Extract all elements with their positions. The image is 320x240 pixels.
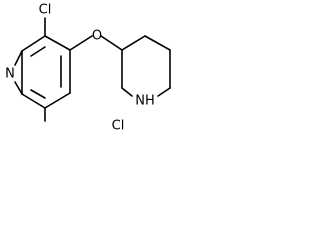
bond-pip-2 (144, 35, 171, 51)
bond-c6-n (14, 81, 23, 95)
bond-pip-5 (121, 87, 133, 97)
bond-pip-1 (121, 35, 146, 51)
bond-c5-c6 (21, 93, 46, 109)
bond-c1-c2 (21, 35, 46, 52)
atom-nitrogen-pyridine: N (5, 67, 15, 82)
atom-oxygen: O (92, 29, 102, 44)
atom-cl-bottom: Cl (112, 119, 125, 134)
bond-pip-4 (157, 87, 171, 97)
atom-cl-top: Cl (39, 3, 52, 18)
molecule-diagram: Cl O N Cl NH (0, 0, 234, 138)
bond-n-c1 (14, 50, 23, 66)
structure-drawing: Cl O N Cl NH (5, 3, 171, 134)
double-bond-inner-1 (30, 46, 46, 57)
double-bond-inner-3 (30, 89, 46, 99)
bond-c2-c3 (44, 35, 71, 51)
atom-nitrogen-amine: NH (135, 94, 155, 109)
bond-c4-c5 (44, 92, 71, 109)
bond-o-piperidine (100, 35, 123, 51)
bond-c3-o (69, 35, 93, 51)
